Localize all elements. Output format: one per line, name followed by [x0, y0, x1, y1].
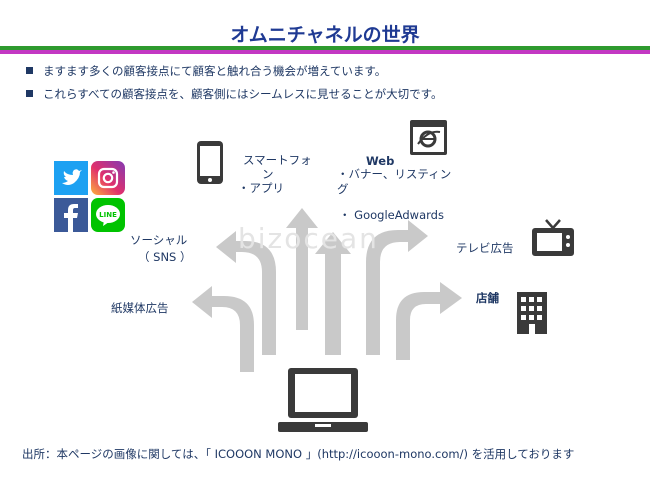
laptop-icon: [278, 368, 368, 432]
web-sub-label-1: ・バナー、リスティン: [337, 167, 452, 181]
web-browser-icon: [410, 120, 447, 155]
store-label: 店舗: [476, 291, 499, 305]
web-sub-label-1-cont: グ: [337, 182, 349, 196]
title-underline-purple: [0, 50, 650, 54]
bullet-square-icon: [26, 90, 33, 97]
smartphone-icon: [197, 141, 223, 184]
bullet-text: これらすべての顧客接点を、顧客側にはシームレスに見せることが大切です。: [43, 87, 443, 101]
arrow-to-social: [216, 231, 276, 355]
page-title: オムニチャネルの世界: [230, 24, 420, 46]
social-label: ソーシャル: [130, 233, 188, 247]
arrow-to-store: [396, 282, 462, 360]
smartphone-sub-label: ・アプリ: [238, 181, 284, 195]
bullet-item: これらすべての顧客接点を、顧客側にはシームレスに見せることが大切です。: [26, 86, 443, 102]
smartphone-label-cont: ン: [262, 167, 274, 181]
bullet-text: ますます多くの顧客接点にて顧客と触れ合う機会が増えています。: [43, 64, 387, 78]
instagram-icon: [91, 161, 125, 195]
web-sub-label-2: ・ GoogleAdwards: [339, 208, 444, 222]
bullet-item: ますます多くの顧客接点にて顧客と触れ合う機会が増えています。: [26, 63, 386, 79]
arrow-to-smartphone: [286, 208, 318, 330]
twitter-icon: [54, 161, 88, 195]
title-underline-green: [0, 46, 650, 50]
building-icon: [517, 292, 547, 334]
web-title: Web: [366, 154, 395, 168]
arrow-to-paper: [192, 286, 254, 372]
arrow-to-web: [315, 232, 351, 355]
line-icon: LINE: [91, 198, 125, 232]
tv-ad-label: テレビ広告: [456, 241, 514, 255]
facebook-icon: [54, 198, 88, 232]
line-icon-text: LINE: [99, 211, 117, 219]
bullet-square-icon: [26, 67, 33, 74]
arrow-to-tv: [366, 220, 428, 355]
tv-icon: [532, 219, 574, 256]
social-label-sub: （ SNS ）: [138, 250, 192, 264]
source-footnote: 出所：本ページの画像に関しては、「 ICOOON MONO 」(http://i…: [22, 447, 575, 461]
watermark: bizocean: [238, 222, 379, 255]
paper-ad-label: 紙媒体広告: [111, 301, 169, 315]
smartphone-label: スマートフォ: [243, 153, 312, 167]
